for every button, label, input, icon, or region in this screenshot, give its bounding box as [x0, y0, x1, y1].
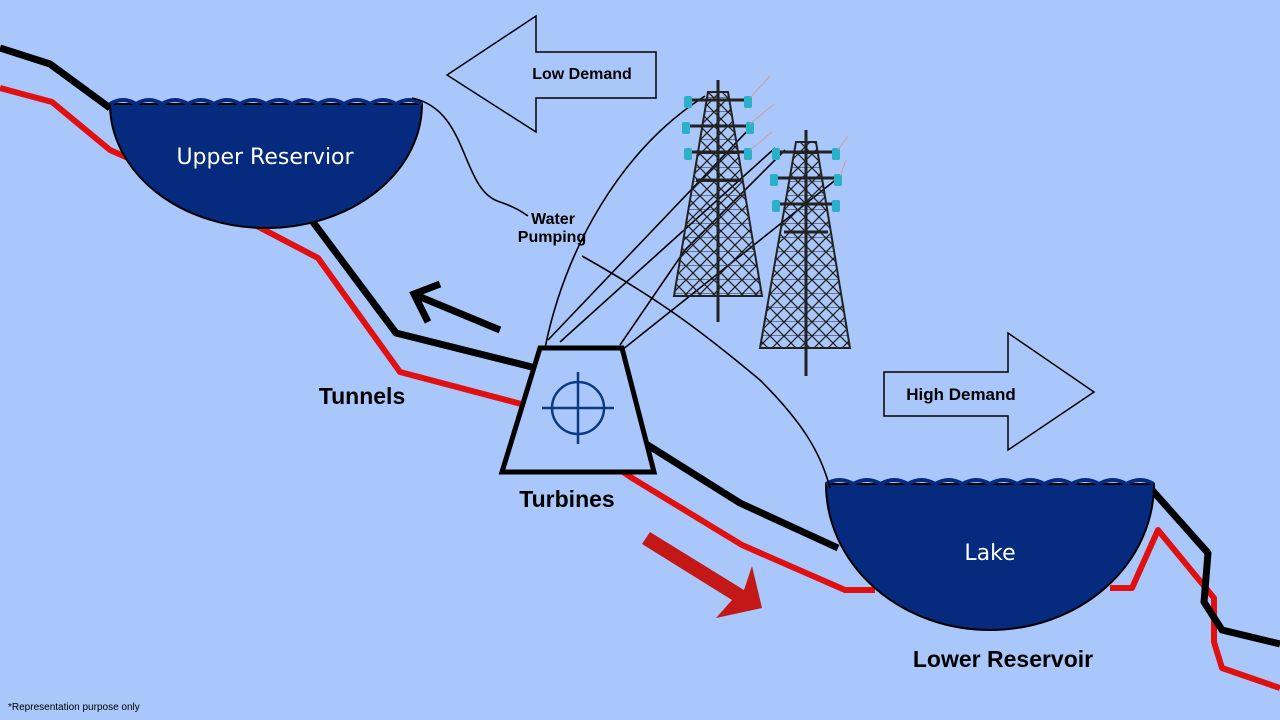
lake-label: Lake	[964, 541, 1015, 566]
tunnels-label: Tunnels	[319, 383, 405, 409]
lower-reservoir: Lake	[824, 478, 1156, 631]
upper-reservoir: Upper Reservior	[108, 98, 424, 229]
lower-reservoir-label: Lower Reservoir	[913, 646, 1093, 672]
low-demand-arrow: Low Demand	[445, 14, 657, 134]
high-demand-label: High Demand	[906, 385, 1016, 404]
black-terrain-line-right	[1149, 487, 1280, 648]
turbines-label: Turbines	[519, 486, 614, 512]
black-terrain-line	[0, 44, 113, 111]
pumping-label: Pumping	[518, 229, 586, 246]
red-terrain-line-right	[1110, 527, 1280, 691]
footnote: *Representation purpose only	[8, 702, 140, 713]
upper-reservoir-label: Upper Reservior	[176, 145, 354, 170]
flow-arrow-down-icon	[642, 532, 762, 618]
low-demand-label: Low Demand	[532, 66, 632, 83]
tunnel-line-lower	[644, 441, 840, 552]
red-terrain-line	[0, 85, 875, 593]
turbine-house	[498, 345, 658, 475]
transmission-tower-right	[758, 130, 852, 376]
turbine-icon	[542, 372, 614, 444]
transmission-tower-left	[672, 75, 775, 322]
high-demand-arrow: High Demand	[883, 331, 1096, 452]
flow-arrow-up-icon	[409, 280, 502, 334]
water-label: Water	[531, 211, 575, 228]
tunnel-line-upper	[307, 215, 533, 371]
